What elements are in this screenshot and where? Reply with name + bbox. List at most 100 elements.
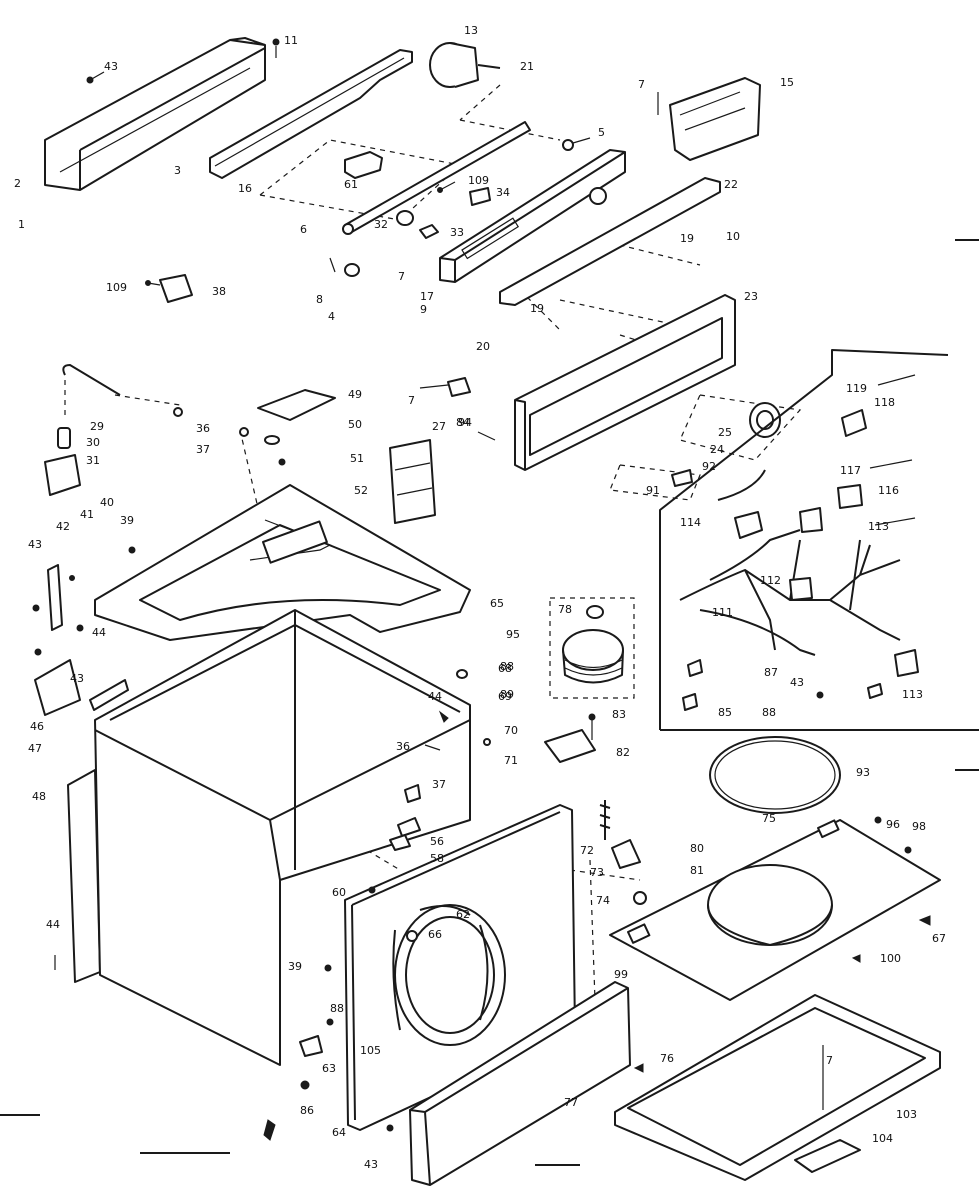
part-label-103: 103	[896, 1108, 917, 1121]
pump-95-part	[549, 597, 635, 699]
washer-36-part	[239, 427, 249, 437]
part-label-82: 82	[616, 746, 630, 759]
part-label-36-2: 36	[396, 740, 410, 753]
part-label-60: 60	[332, 886, 346, 899]
screw-83-part	[588, 713, 596, 740]
part-label-41: 41	[80, 508, 94, 521]
scan-marks	[0, 239, 979, 1166]
bottom-cover-103-part	[614, 994, 941, 1181]
part-label-109-1: 109	[106, 281, 127, 294]
part-label-10: 10	[726, 230, 740, 243]
part-label-117: 117	[840, 464, 861, 477]
screw-98-part	[904, 846, 912, 854]
screw-94-part	[477, 431, 496, 441]
part-label-96: 96	[886, 818, 900, 831]
part-label-43-4: 43	[790, 676, 804, 689]
part-label-116: 116	[878, 484, 899, 497]
part-label-25: 25	[718, 426, 732, 439]
part-label-111: 111	[712, 606, 733, 619]
switch-34-part	[469, 187, 491, 206]
part-label-23: 23	[744, 290, 758, 303]
console-frame-part	[514, 294, 736, 471]
part-label-7-4: 7	[826, 1054, 833, 1067]
bracket-46-part	[34, 659, 81, 716]
screw-11	[272, 38, 280, 58]
screw-70-part	[483, 738, 491, 746]
part-label-20: 20	[476, 340, 490, 353]
part-label-56: 56	[430, 835, 444, 848]
part-label-88-2: 88	[330, 1002, 344, 1015]
spring-72-part	[599, 800, 611, 840]
part-label-42: 42	[56, 520, 70, 533]
part-label-19-2: 19	[530, 302, 544, 315]
part-label-91: 91	[646, 484, 660, 497]
bumper-66-part	[406, 930, 418, 942]
part-label-98: 98	[912, 820, 926, 833]
part-label-3: 3	[174, 164, 181, 177]
part-label-1: 1	[18, 218, 25, 231]
part-label-95: 95	[506, 628, 520, 641]
part-label-2: 2	[14, 177, 21, 190]
part-label-6: 6	[300, 223, 307, 236]
part-label-7-2: 7	[408, 394, 415, 407]
part-label-47: 47	[28, 742, 42, 755]
timer-motor-part	[429, 42, 501, 88]
door-seal-62-part	[419, 905, 471, 916]
part-label-68: 68	[498, 662, 512, 675]
part-label-4: 4	[328, 310, 335, 323]
part-label-22: 22	[724, 178, 738, 191]
part-label-24: 24	[710, 443, 724, 456]
part-label-67: 67	[932, 932, 946, 945]
part-label-94: 94	[458, 416, 472, 429]
hose-14-part	[62, 364, 121, 420]
clip-60-part	[368, 886, 376, 894]
part-label-62: 62	[456, 908, 470, 921]
part-label-76: 76	[660, 1052, 674, 1065]
part-label-15: 15	[780, 76, 794, 89]
clip-39-part	[128, 546, 136, 554]
knob-4-part	[344, 263, 360, 277]
part-label-86: 86	[300, 1104, 314, 1117]
part-label-33: 33	[450, 226, 464, 239]
part-label-75: 75	[762, 812, 776, 825]
part-label-13: 13	[464, 24, 478, 37]
part-label-9: 9	[420, 303, 427, 316]
screw-109-top	[437, 181, 456, 193]
part-label-48: 48	[32, 790, 46, 803]
screw-39-lower	[324, 964, 332, 972]
clip-58-part	[389, 834, 411, 851]
part-label-29: 29	[90, 420, 104, 433]
part-label-43-2: 43	[28, 538, 42, 551]
part-label-32: 32	[374, 218, 388, 231]
part-label-113-1: 113	[902, 688, 923, 701]
screw-96-part	[874, 816, 882, 824]
screw-100-part	[851, 954, 861, 963]
side-panel-48-part	[67, 769, 101, 983]
part-label-31: 31	[86, 454, 100, 467]
part-label-21: 21	[520, 60, 534, 73]
part-label-112: 112	[760, 574, 781, 587]
part-label-73: 73	[590, 866, 604, 879]
screw-43-mid	[32, 604, 40, 612]
part-label-84: 84	[456, 416, 470, 429]
latch-74-part	[633, 891, 647, 905]
part-label-119: 119	[846, 382, 867, 395]
leg-64-part	[263, 1119, 276, 1141]
part-label-74: 74	[596, 894, 610, 907]
clip-91-part	[671, 469, 693, 487]
screw-44-mid	[438, 710, 449, 723]
strip-47-part	[89, 679, 129, 711]
part-label-66: 66	[428, 928, 442, 941]
screw-51-part	[278, 458, 286, 466]
part-label-118: 118	[874, 396, 895, 409]
rod-6-part	[342, 121, 531, 235]
part-label-37-2: 37	[432, 778, 446, 791]
lid-hinge-49-part	[257, 389, 336, 421]
part-label-93: 93	[856, 766, 870, 779]
part-label-109-2: 109	[468, 174, 489, 187]
part-label-104: 104	[872, 1132, 893, 1145]
tub-ring-93-part	[709, 736, 841, 814]
part-label-49: 49	[348, 388, 362, 401]
screw-76-part	[633, 1063, 644, 1073]
part-label-17: 17	[420, 290, 434, 303]
